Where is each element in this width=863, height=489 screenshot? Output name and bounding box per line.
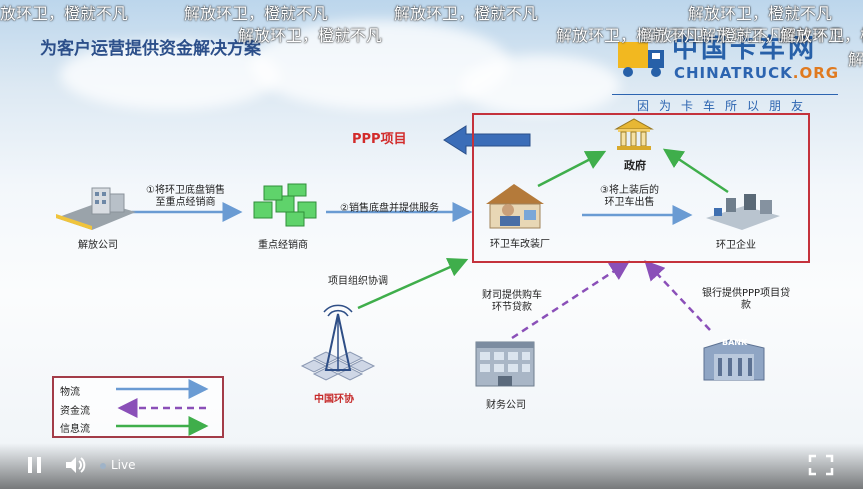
government-icon — [614, 118, 654, 150]
node-label-jiefang: 解放公司 — [78, 240, 118, 251]
flow-label-finance-loan: 财司提供购车环节贷款 — [482, 290, 542, 313]
chinatruck-logo: 中国卡车网 CHINATRUCK.ORG 因为卡车所以朋友 — [612, 22, 840, 114]
volume-icon[interactable] — [64, 454, 88, 476]
ppp-arrow — [443, 125, 531, 155]
danmaku-comment: 放环卫，橙就不凡 — [0, 4, 129, 23]
player-control-bar — [0, 443, 863, 489]
live-indicator: Live — [100, 458, 136, 472]
enterprise-icon — [706, 194, 780, 230]
slide-title: 为客户运营提供资金解决方案 — [40, 39, 261, 59]
signal-tower-icon — [300, 304, 376, 381]
finance-building-icon — [475, 341, 535, 387]
bank-sign: BANK — [722, 338, 748, 347]
flow-bank-loan — [644, 260, 711, 331]
node-label-modifier: 环卫车改装厂 — [490, 239, 550, 250]
flow-label-step2: ②销售底盘并提供服务 — [340, 203, 439, 214]
danmaku-comment: 解放环卫，橙就不凡 — [640, 26, 785, 45]
flow-association-modifier — [357, 257, 469, 310]
danmaku-comment: 解 — [848, 50, 863, 69]
cloud-decoration — [60, 40, 280, 110]
legend-label-money: 资金流 — [60, 406, 90, 417]
flow-label-coordinate: 项目组织协调 — [328, 276, 388, 287]
ppp-group-box — [472, 113, 810, 263]
ppp-label: PPP项目 — [352, 132, 407, 147]
factory-icon — [56, 187, 136, 230]
legend: 物流 资金流 信息流 — [52, 376, 224, 438]
logo-tagline: 因为卡车所以朋友 — [612, 94, 838, 114]
legend-label-info: 信息流 — [60, 424, 90, 435]
flow-label-step3: ③将上装后的环卫车出售 — [600, 185, 659, 208]
node-label-finance: 财务公司 — [486, 400, 526, 411]
flow-label-step1: ①将环卫底盘销售至重点经销商 — [146, 185, 225, 208]
fullscreen-icon[interactable] — [808, 454, 834, 476]
node-label-government: 政府 — [624, 159, 646, 172]
danmaku-comment: 解放环卫，橙就不凡 — [394, 4, 539, 23]
danmaku-comment: 解放环卫，橙就不凡 — [556, 26, 701, 45]
flow-enterprise-government — [662, 148, 729, 194]
node-label-enterprise: 环卫企业 — [716, 240, 756, 251]
dealer-icon — [253, 183, 317, 227]
node-label-association: 中国环协 — [314, 394, 354, 405]
live-dot — [100, 462, 106, 469]
danmaku-comment: 解放环卫，橙就 — [780, 26, 863, 45]
danmaku-comment: 解放环卫，橙就不凡 — [688, 4, 833, 23]
flow-modifier-government — [537, 150, 607, 188]
modifier-factory-icon — [486, 184, 544, 229]
logo-chinese-text: 中国卡车网 — [672, 34, 818, 64]
legend-swatches — [116, 379, 209, 436]
legend-label-logistics: 物流 — [60, 387, 80, 398]
flow-label-bank-loan: 银行提供PPP项目贷款 — [702, 288, 791, 311]
bank-building-icon: BANK — [700, 334, 768, 382]
logo-english-text: CHINATRUCK.ORG — [674, 64, 840, 82]
node-label-dealer: 重点经销商 — [258, 240, 308, 251]
live-status-text: Live — [111, 458, 136, 472]
pause-icon[interactable] — [26, 454, 44, 476]
danmaku-comment: 解放环卫，橙就不凡 — [184, 4, 329, 23]
truck-logo-icon — [618, 42, 664, 77]
cloud-decoration — [460, 55, 620, 115]
danmaku-comment: 解放环卫，橙就不凡 — [700, 26, 845, 45]
danmaku-comment: 解放环卫，橙就不凡 — [238, 26, 383, 45]
